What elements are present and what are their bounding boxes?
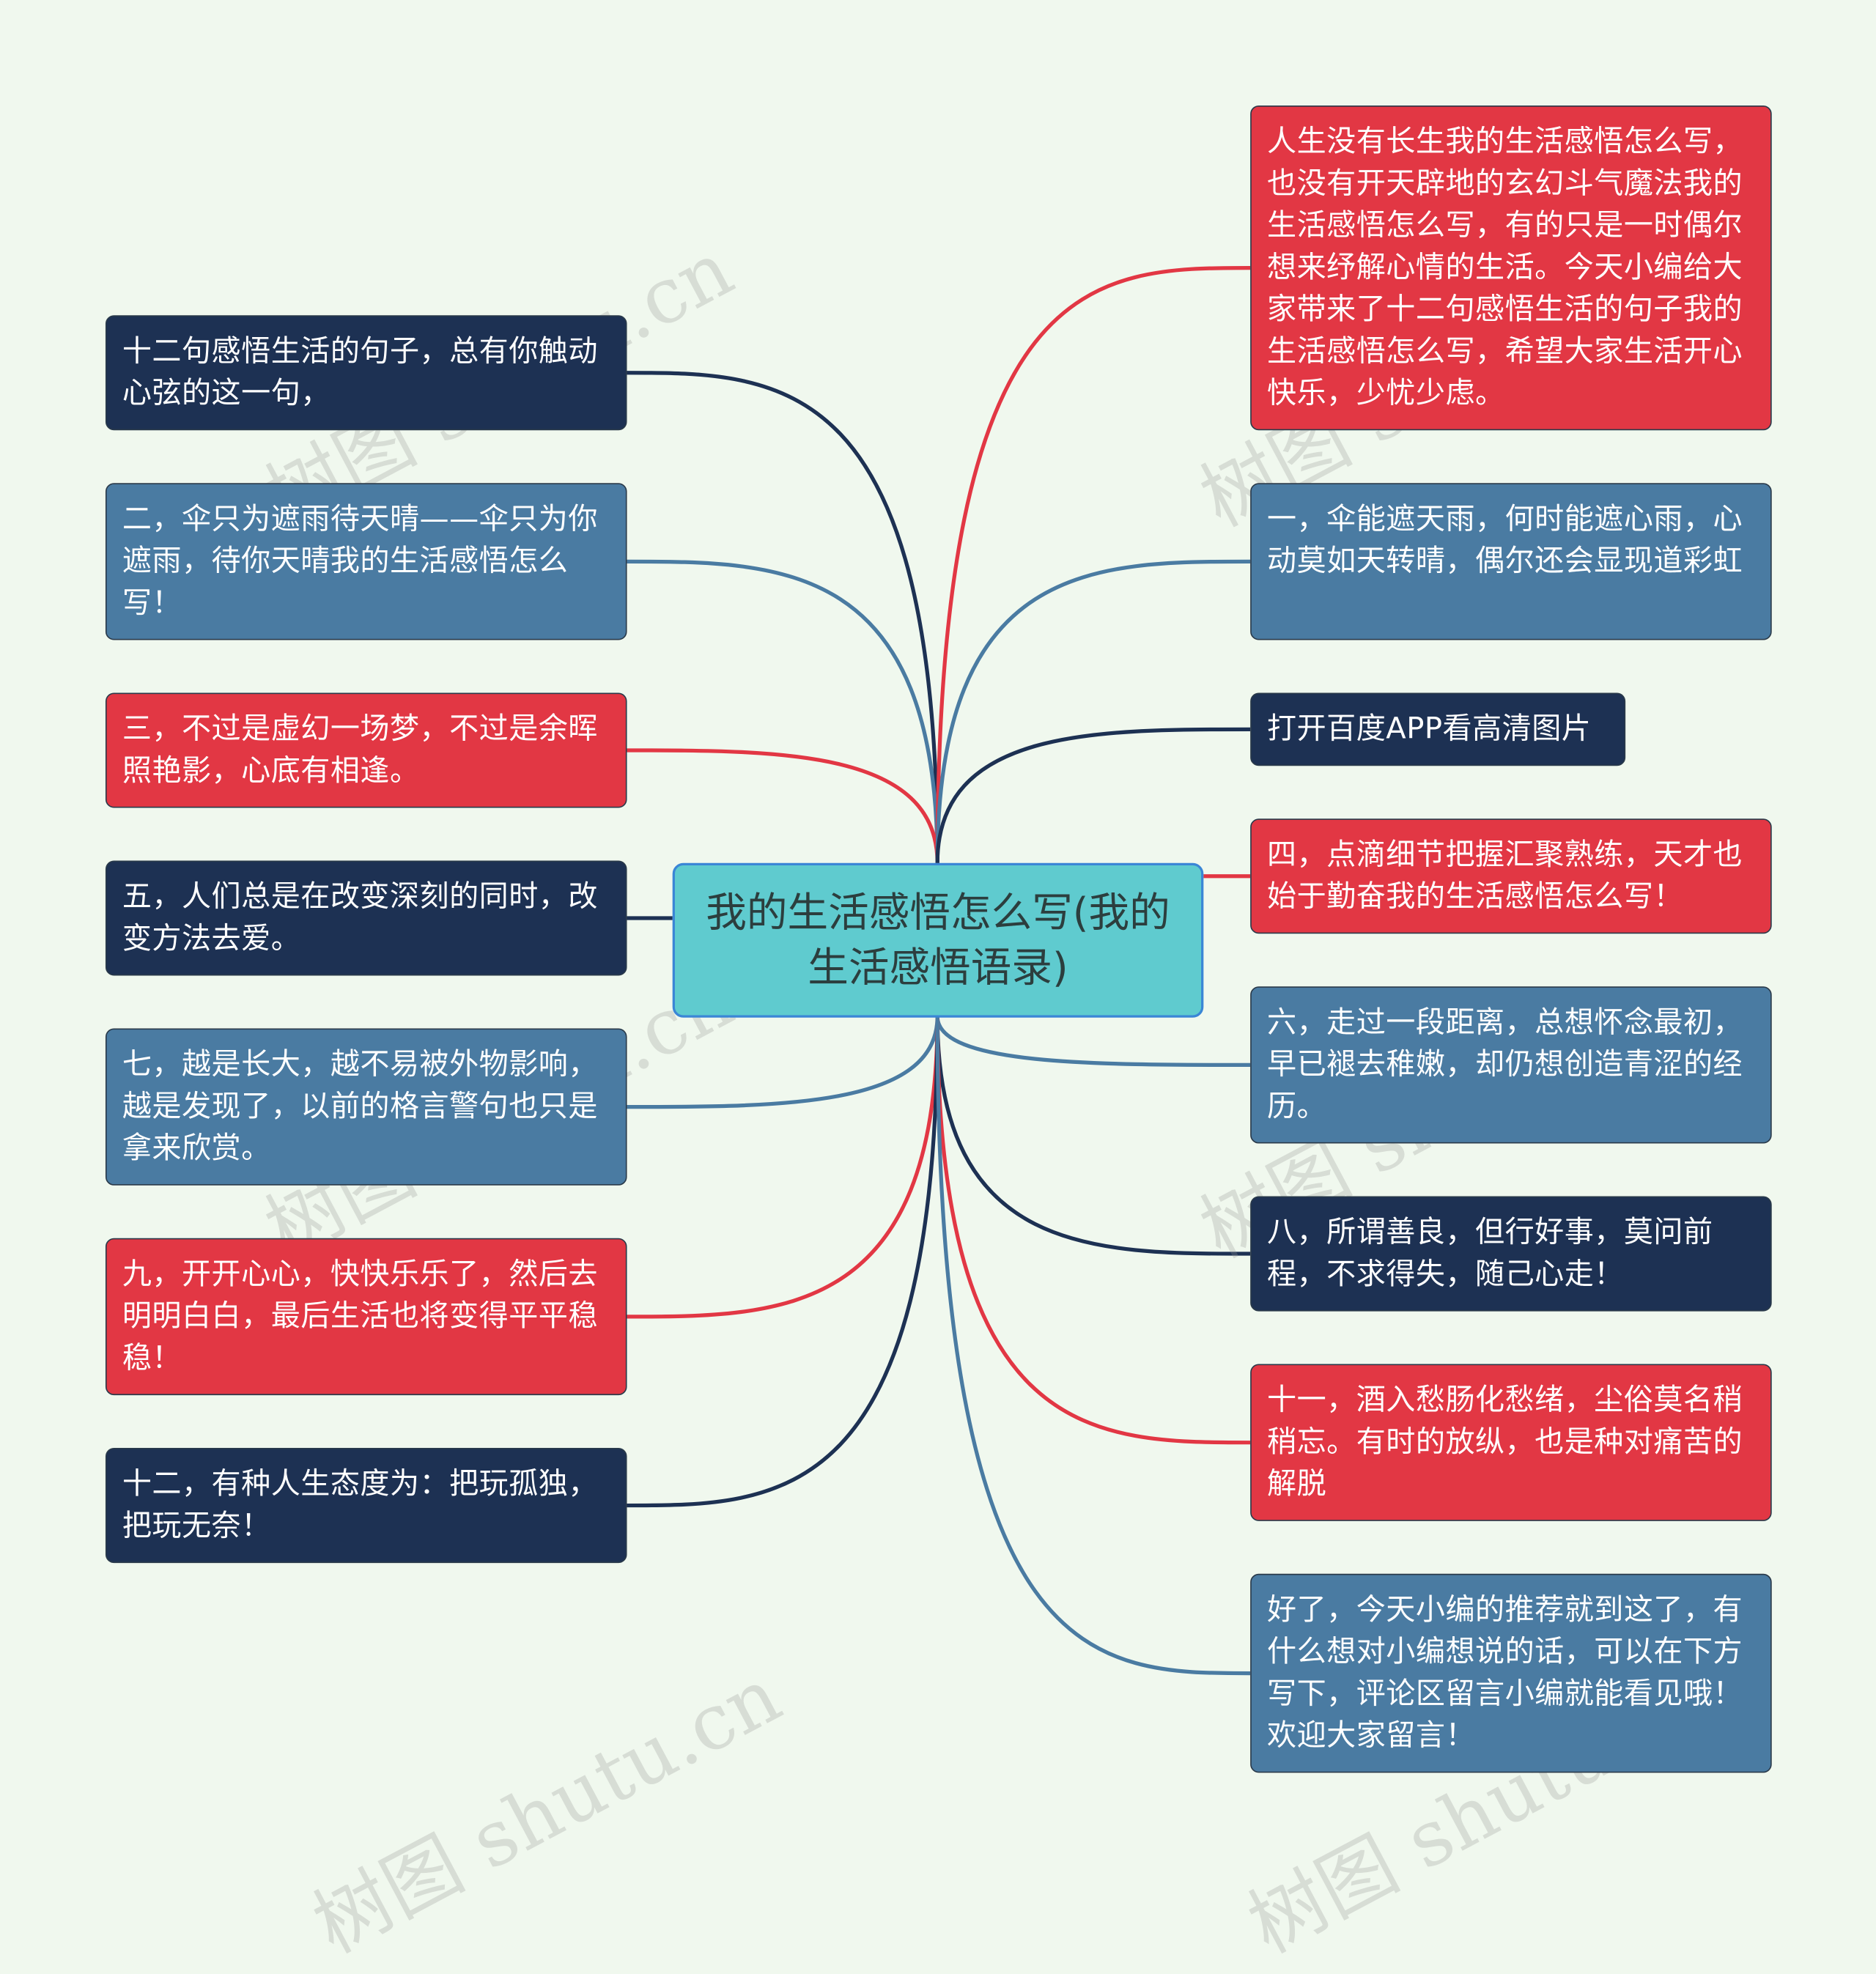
central-topic[interactable]: 我的生活感悟怎么写(我的生活感悟语录) (672, 862, 1204, 1018)
left-node-6[interactable]: 九，开开心心，快快乐乐了，然后去明明白白，最后生活也将变得平平稳稳！ (105, 1238, 627, 1396)
right-node-8[interactable]: 好了，今天小编的推荐就到这了，有什么想对小编想说的话，可以在下方写下，评论区留言… (1250, 1573, 1772, 1773)
connector-line (627, 559, 939, 863)
right-node-3[interactable]: 打开百度APP看高清图片 (1250, 692, 1626, 766)
connector-line (627, 748, 939, 863)
right-node-7[interactable]: 十一，酒入愁肠化愁绪，尘俗莫名稍稍忘。有时的放纵，也是种对痛苦的解脱 (1250, 1364, 1772, 1521)
central-topic-label: 我的生活感悟怎么写(我的生活感悟语录) (706, 888, 1170, 992)
connector-line (935, 265, 1251, 863)
connector-line (935, 559, 1251, 863)
left-node-1[interactable]: 十二句感悟生活的句子，总有你触动心弦的这一句， (105, 315, 627, 431)
right-node-6[interactable]: 八，所谓善良，但行好事，莫问前程，不求得失，随己心走！ (1250, 1196, 1772, 1312)
left-node-3[interactable]: 三，不过是虚幻一场梦，不过是余晖照艳影，心底有相逢。 (105, 692, 627, 808)
connector-line (935, 1016, 1251, 1068)
connector-line (935, 1016, 1251, 1445)
right-node-1[interactable]: 人生没有长生我的生活感悟怎么写，也没有开天辟地的玄幻斗气魔法我的生活感悟怎么写，… (1250, 105, 1772, 431)
connector-lines (627, 265, 1251, 1676)
left-node-7[interactable]: 十二，有种人生态度为：把玩孤独，把玩无奈！ (105, 1448, 627, 1564)
mind-map: 树图 shutu.cn 树图 shutu.cn 树图 shutu.cn 树图 s… (105, 105, 1772, 1971)
connector-line (627, 1016, 939, 1319)
left-node-4[interactable]: 五，人们总是在改变深刻的同时，改变方法去爱。 (105, 860, 627, 976)
left-node-5[interactable]: 七，越是长大，越不易被外物影响，越是发现了，以前的格言警句也只是拿来欣赏。 (105, 1028, 627, 1186)
connector-line (627, 371, 939, 863)
right-node-2[interactable]: 一，伞能遮天雨，何时能遮心雨，心动莫如天转晴，偶尔还会显现道彩虹 (1250, 483, 1772, 640)
connector-line (935, 1016, 1251, 1256)
connector-line (627, 1016, 939, 1109)
connector-line (935, 1016, 1251, 1676)
left-node-2[interactable]: 二，伞只为遮雨待天晴——伞只为你遮雨，待你天晴我的生活感悟怎么写！ (105, 483, 627, 640)
right-node-4[interactable]: 四，点滴细节把握汇聚熟练，天才也始于勤奋我的生活感悟怎么写！ (1250, 818, 1772, 934)
connector-line (935, 727, 1251, 863)
connector-line (627, 1016, 939, 1508)
right-node-5[interactable]: 六，走过一段距离，总想怀念最初，早已褪去稚嫩，却仍想创造青涩的经历。 (1250, 986, 1772, 1144)
